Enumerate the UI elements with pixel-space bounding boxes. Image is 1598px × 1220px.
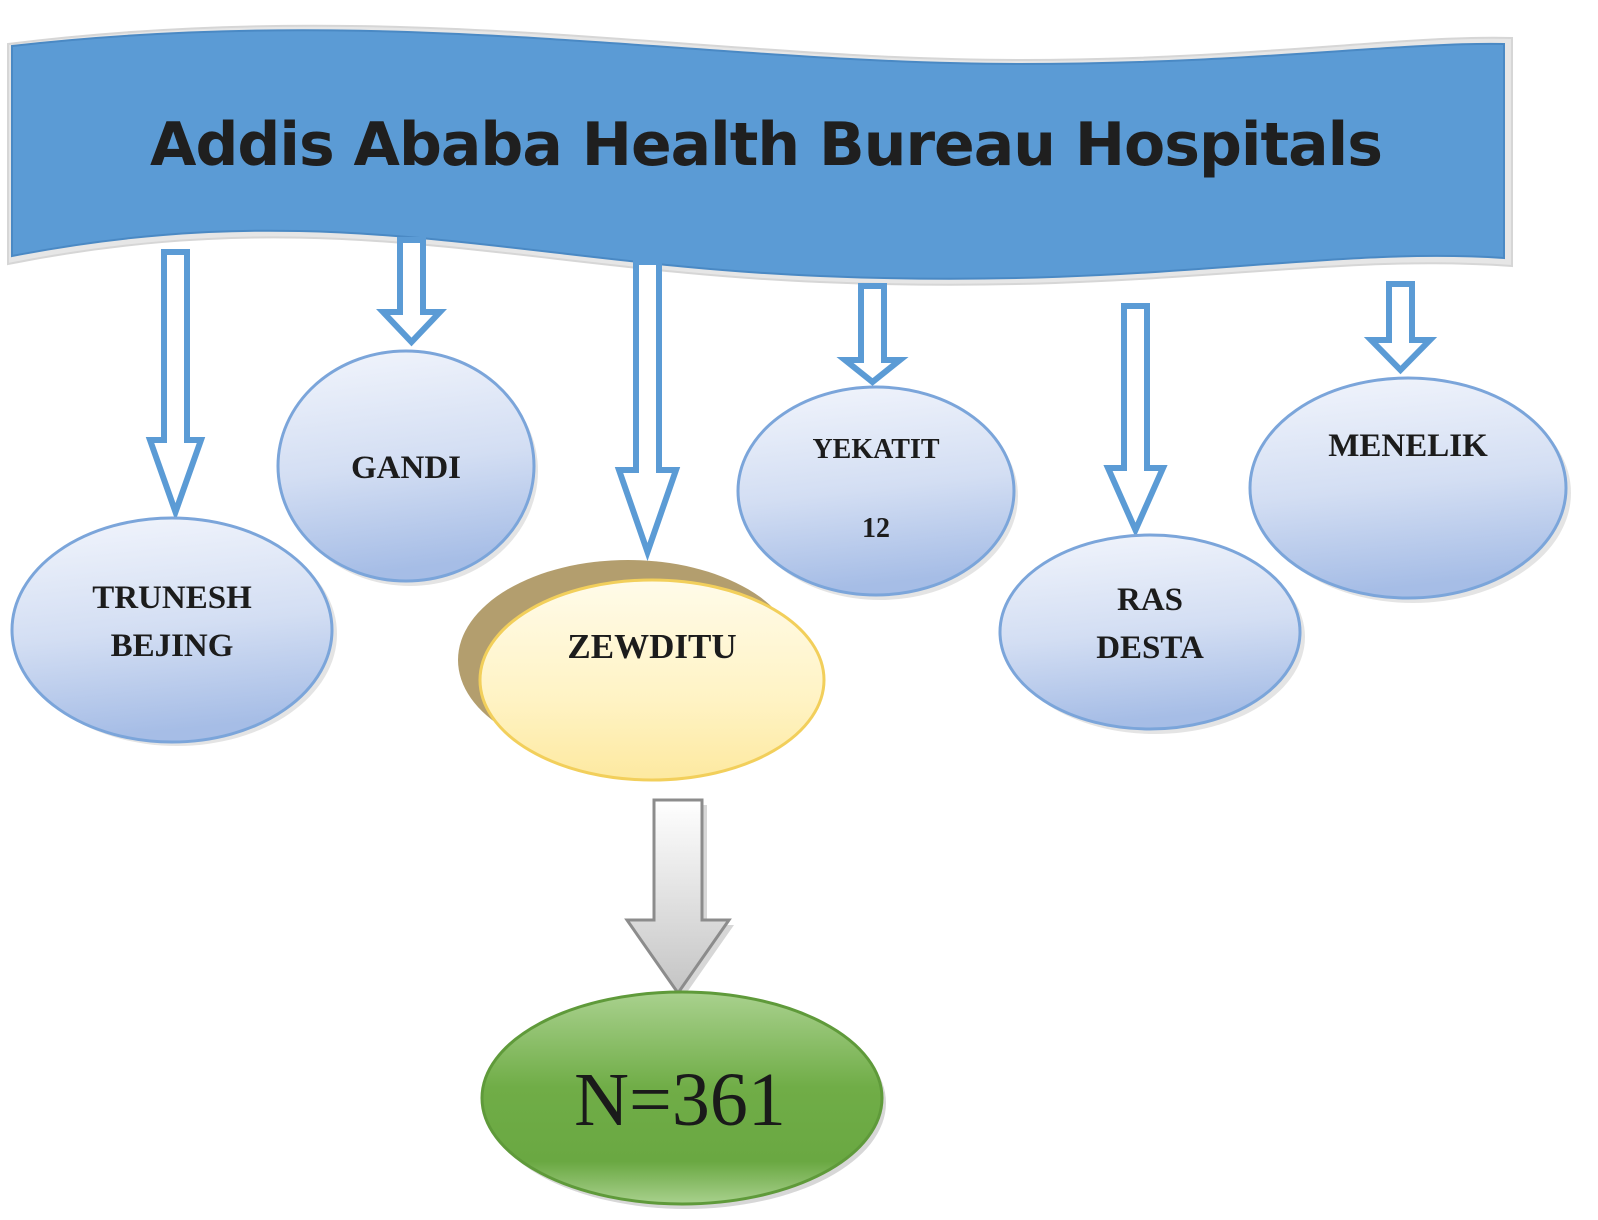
arrow-trunesh-bejing xyxy=(145,249,206,521)
sample-size-label: N=361 xyxy=(574,1058,786,1142)
hospital-label-line: ZEWDITU xyxy=(567,627,736,666)
arrow-ras-desta xyxy=(1103,303,1168,538)
arrow-menelik xyxy=(1363,281,1438,375)
hospital-node-trunesh-bejing: TRUNESH BEJING xyxy=(10,516,337,746)
banner-shape xyxy=(11,29,1505,280)
hospital-label-line: MENELIK xyxy=(1328,428,1488,464)
hospital-node-ras-desta: RAS DESTA xyxy=(998,533,1305,734)
arrow-zewditu xyxy=(614,259,681,562)
hospital-node-yekatit-12: YEKATIT 12 xyxy=(736,385,1018,600)
hospital-label-line: TRUNESH xyxy=(92,580,252,616)
hospital-label-line: GANDI xyxy=(351,450,461,486)
sample-node: N=361 xyxy=(480,990,886,1209)
hospital-label-line: BEJING xyxy=(111,628,234,664)
banner-title: Addis Ababa Health Bureau Hospitals xyxy=(150,110,1382,180)
sample-arrow xyxy=(624,798,734,998)
banner: Addis Ababa Health Bureau Hospitals xyxy=(7,24,1513,286)
hospital-node-zewditu: ZEWDITU xyxy=(458,560,826,782)
hospital-label-line: RAS xyxy=(1117,582,1183,618)
hospital-label-line: 12 xyxy=(862,513,890,544)
arrow-gandi xyxy=(376,237,447,347)
hospital-label-line: YEKATIT xyxy=(812,434,939,465)
hospital-arrows xyxy=(145,237,1438,562)
hospital-nodes: TRUNESH BEJING GANDI ZEWDITU YEKATIT 12 … xyxy=(10,349,1571,782)
hospital-label-line: DESTA xyxy=(1096,630,1204,666)
sample-arrow-shape xyxy=(624,798,732,996)
arrow-yekatit-12 xyxy=(836,283,909,386)
hospital-node-menelik: MENELIK xyxy=(1248,376,1571,603)
hospital-node-gandi: GANDI xyxy=(276,349,538,586)
